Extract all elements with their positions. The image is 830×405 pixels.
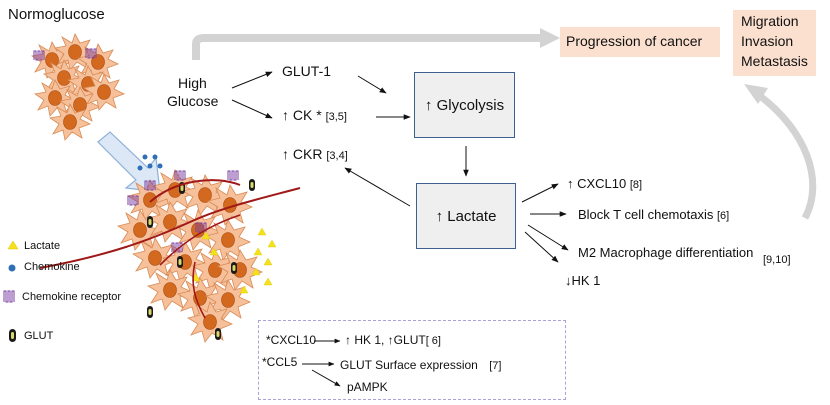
footnote-ccl5-effect-text: GLUT Surface expression	[340, 358, 478, 372]
migration-label: Migration	[741, 13, 799, 29]
ck-ref: [3,5]	[325, 111, 347, 123]
ck-label: ↑ CK * [3,5]	[282, 107, 347, 123]
effect-m2-macrophage: M2 Macrophage differentiation [9,10]	[578, 245, 791, 266]
ckr-ref: [3,4]	[326, 150, 348, 162]
glycolysis-label: ↑ Glycolysis	[424, 96, 505, 114]
effect-cxcl10-text: ↑ CXCL10	[567, 176, 627, 191]
progression-of-cancer-box: Progression of cancer	[560, 27, 720, 57]
ckr-text: ↑ CKR	[282, 146, 323, 162]
legend-chemokine-label: Chemokine	[24, 261, 80, 273]
footnote-box	[258, 320, 566, 400]
ck-text: ↑ CK *	[282, 107, 322, 123]
metastasis-label: Metastasis	[741, 53, 808, 69]
footnote-ccl5: *CCL5	[262, 355, 298, 369]
effect-cxcl10: ↑ CXCL10 [8]	[567, 176, 642, 191]
footnote-pampk: pAMPK	[347, 380, 388, 394]
footnote-cxcl10-effect-text: ↑ HK 1, ↑GLUT	[345, 333, 426, 347]
glycolysis-box: ↑ Glycolysis	[414, 72, 515, 138]
lactate-box: ↑ Lactate	[416, 183, 516, 249]
lactate-label: ↑ Lactate	[435, 207, 497, 225]
effect-cxcl10-ref: [8]	[629, 179, 643, 191]
invasion-label: Invasion	[741, 33, 794, 49]
effect-hk1: ↓HK 1	[565, 273, 600, 288]
footnote-cxcl10-effect: ↑ HK 1, ↑GLUT[ 6]	[345, 333, 441, 347]
effect-m2-macrophage-text: M2 Macrophage differentiation	[578, 245, 754, 260]
footnote-ccl5-ref: [7]	[489, 360, 502, 372]
footnote-cxcl10: *CXCL10	[266, 333, 317, 347]
glucose-label: Glucose	[167, 93, 219, 109]
ckr-label: ↑ CKR [3,4]	[282, 146, 348, 162]
effect-block-t-cell-ref: [6]	[716, 210, 730, 222]
legend-chemokine-receptor-label: Chemokine receptor	[22, 291, 122, 303]
high-label: High	[178, 75, 207, 91]
progression-of-cancer-label: Progression of cancer	[566, 33, 703, 49]
normoglucose-title: Normoglucose	[8, 6, 105, 23]
footnote-ccl5-effect: GLUT Surface expression [7]	[340, 358, 501, 372]
glut1-label: GLUT-1	[282, 63, 332, 79]
legend-lactate-label: Lactate	[24, 240, 61, 252]
effect-hk1-text: ↓HK 1	[565, 273, 601, 288]
outcome-box: Migration Invasion Metastasis	[733, 10, 816, 76]
effect-block-t-cell-text: Block T cell chemotaxis	[578, 207, 714, 222]
effect-block-t-cell: Block T cell chemotaxis [6]	[578, 207, 729, 222]
effect-m2-macrophage-ref: [9,10]	[763, 254, 791, 266]
legend-glut-label: GLUT	[24, 330, 54, 342]
footnote-cxcl10-ref: [ 6]	[425, 335, 441, 347]
